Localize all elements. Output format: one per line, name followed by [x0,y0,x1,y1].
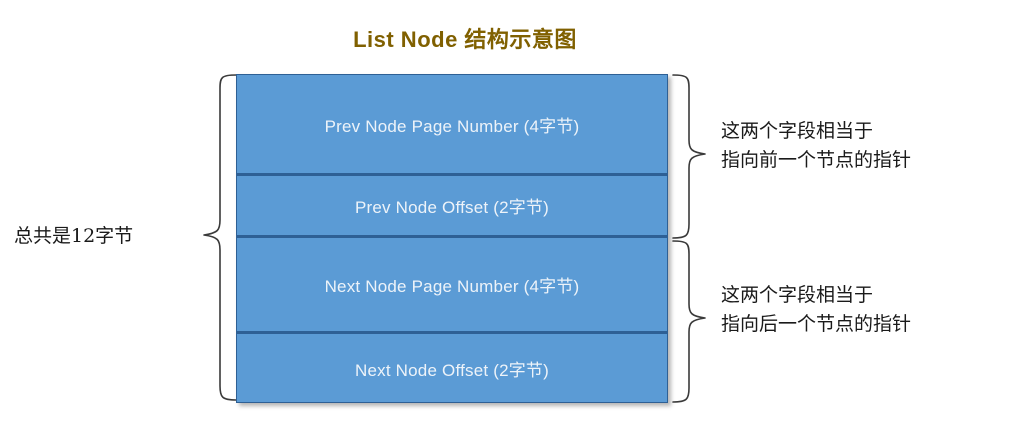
annotation-line-1: 这两个字段相当于 [721,120,874,142]
annotation-line-2: 指向前一个节点的指针 [721,149,912,171]
node-struct-stack: Prev Node Page Number (4字节) Prev Node Of… [236,74,668,403]
field-label: Prev Node Page Number (4字节) [324,116,580,136]
field-label: Prev Node Offset (2字节) [355,198,549,217]
field-label: Next Node Page Number (4字节) [324,277,580,296]
annotation-line-1: 这两个字段相当于 [721,284,874,306]
field-row-next-page-number: Next Node Page Number (4字节) [236,236,668,332]
next-pointer-annotation: 这两个字段相当于 指向后一个节点的指针 [721,281,911,339]
total-size-brace [203,74,237,401]
total-size-label: 总共是12字节 [14,225,134,247]
next-pointer-brace [672,240,706,403]
page-title: List Node 结构示意图 [353,27,577,52]
field-row-prev-page-number: Prev Node Page Number (4字节) [236,74,668,174]
field-row-next-offset: Next Node Offset (2字节) [236,332,668,403]
annotation-line-2: 指向后一个节点的指针 [721,313,912,335]
field-label: Next Node Offset (2字节) [355,360,549,380]
field-row-prev-offset: Prev Node Offset (2字节) [236,174,668,236]
prev-pointer-brace [672,74,706,239]
prev-pointer-annotation: 这两个字段相当于 指向前一个节点的指针 [721,117,911,175]
